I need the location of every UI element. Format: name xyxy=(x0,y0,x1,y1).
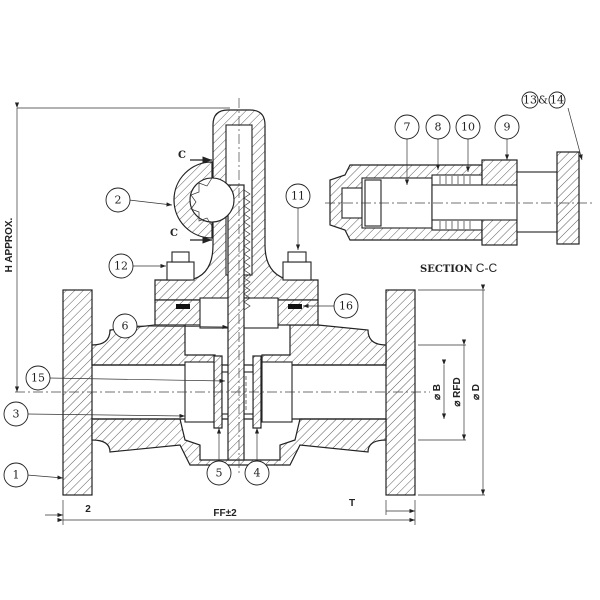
callout-5: 5 xyxy=(206,460,232,486)
callout-11: 11 xyxy=(285,183,311,209)
svg-text:12: 12 xyxy=(114,260,128,273)
svg-text:8: 8 xyxy=(435,121,442,134)
svg-text:15: 15 xyxy=(31,372,45,385)
callout-12: 12 xyxy=(108,253,134,279)
dim-t: T xyxy=(349,498,355,509)
svg-text:5: 5 xyxy=(216,467,223,480)
callout-8: 8 xyxy=(425,114,451,140)
svg-text:10: 10 xyxy=(461,121,475,134)
callout-13: 13 xyxy=(521,91,539,109)
callout-2: 2 xyxy=(105,187,131,213)
dim-raised-face: 2 xyxy=(85,504,91,515)
dim-rfd: ⌀ RFD xyxy=(452,377,463,406)
dimensions: H APPROX. ⌀ B ⌀ RFD ⌀ D FF±2 2 T xyxy=(4,102,486,525)
section-marker-bottom: C xyxy=(170,228,178,239)
callout-3: 3 xyxy=(3,401,29,427)
callout-balloons: 1 2 3 4 5 6 7 8 9 10 11 12 13 & 14 15 16 xyxy=(3,91,566,488)
svg-text:11: 11 xyxy=(291,190,305,203)
callout-6: 6 xyxy=(112,313,138,339)
svg-text:3: 3 xyxy=(13,408,20,421)
svg-text:7: 7 xyxy=(404,121,411,134)
svg-text:13: 13 xyxy=(523,94,537,107)
callout-joiner: & xyxy=(538,94,548,107)
svg-text:6: 6 xyxy=(122,320,129,333)
svg-text:14: 14 xyxy=(550,94,564,107)
dim-ff: FF±2 xyxy=(213,508,237,519)
callout-15: 15 xyxy=(25,365,51,391)
bonnet: C C xyxy=(154,98,319,475)
section-marker-top: C xyxy=(178,150,186,161)
dim-d: ⌀ D xyxy=(471,384,482,400)
svg-text:9: 9 xyxy=(504,121,511,134)
callout-16: 16 xyxy=(333,293,359,319)
svg-text:16: 16 xyxy=(339,300,353,313)
callout-1: 1 xyxy=(3,462,29,488)
callout-10: 10 xyxy=(455,114,481,140)
dim-height: H APPROX. xyxy=(4,217,15,272)
svg-text:1: 1 xyxy=(13,469,20,482)
callout-14: 14 xyxy=(548,91,566,109)
callout-7: 7 xyxy=(394,114,420,140)
leader-lines xyxy=(26,107,583,480)
callout-9: 9 xyxy=(494,114,520,140)
callout-4: 4 xyxy=(244,460,270,486)
svg-text:2: 2 xyxy=(115,194,122,207)
svg-text:4: 4 xyxy=(254,467,261,480)
dim-bore: ⌀ B xyxy=(432,384,443,400)
